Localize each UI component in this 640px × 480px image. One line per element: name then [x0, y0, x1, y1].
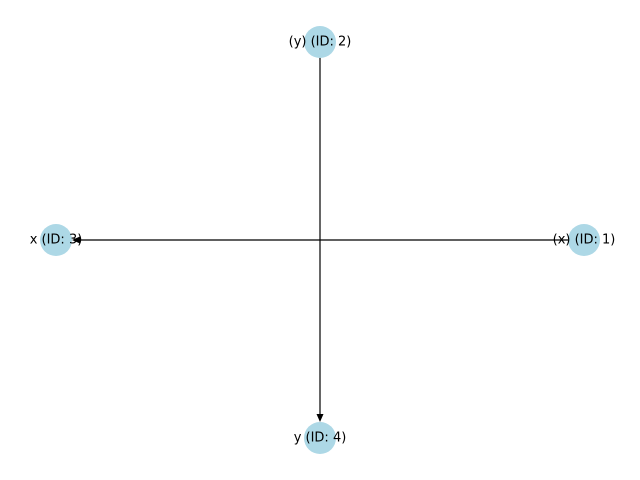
node-3	[40, 224, 72, 256]
node-label-3: x (ID: 3)	[30, 233, 83, 248]
node-label-1: (x) (ID: 1)	[553, 233, 616, 248]
node-4	[304, 422, 336, 454]
arrowhead-1-to-3	[72, 236, 80, 244]
edges-layer	[72, 42, 584, 422]
nodes-layer	[40, 26, 600, 454]
node-1	[568, 224, 600, 256]
labels-layer: (x) (ID: 1) (y) (ID: 2) x (ID: 3) y (ID: 4)	[30, 35, 616, 446]
node-label-4: y (ID: 4)	[294, 431, 347, 446]
arrowhead-2-to-4	[316, 414, 324, 422]
node-2	[304, 26, 336, 58]
node-label-2: (y) (ID: 2)	[289, 35, 352, 50]
